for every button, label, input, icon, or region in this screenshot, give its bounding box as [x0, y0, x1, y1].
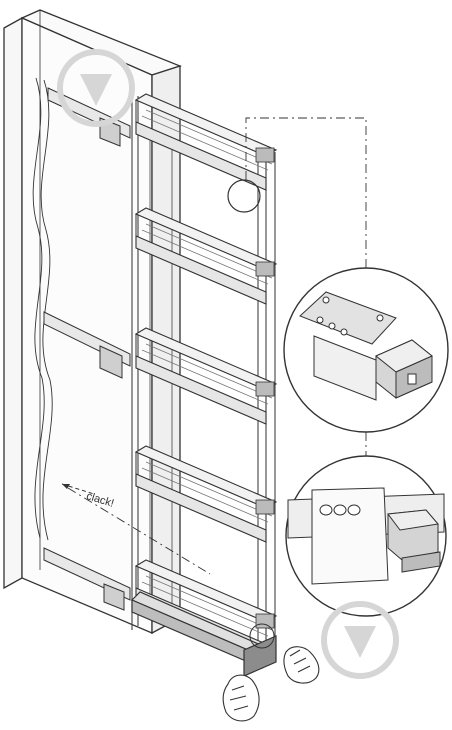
runner-rails [43, 87, 131, 611]
basket-4 [134, 445, 278, 543]
hand-icon-right [283, 646, 320, 684]
basket-2 [134, 207, 278, 305]
basket-3 [134, 327, 278, 425]
detail-circle-bottom [285, 455, 447, 617]
detail-callout-small-top [227, 179, 261, 213]
base-plate [130, 591, 277, 677]
watermark-icon-top [57, 49, 135, 127]
arrow-icon [61, 483, 95, 495]
detail-circle-top [283, 267, 449, 433]
basket-1 [134, 93, 278, 191]
hand-icon-bottom [222, 674, 260, 722]
baskets [134, 93, 278, 657]
watermark-icon-bottom [321, 601, 399, 679]
detail-callout-small-bottom [249, 623, 275, 649]
